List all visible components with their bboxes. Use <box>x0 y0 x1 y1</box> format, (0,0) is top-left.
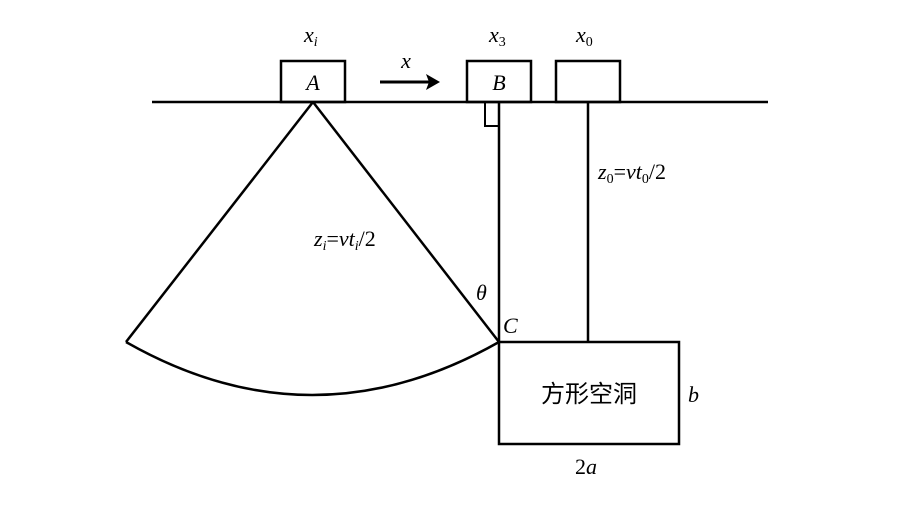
label-x-i: xi <box>303 22 318 50</box>
label-a: A <box>304 70 320 95</box>
label-c: C <box>503 313 518 338</box>
right-angle-marker <box>484 102 499 127</box>
label-zi-equation: zi=vti/2 <box>313 226 376 254</box>
cavity-label: 方形空洞 <box>541 381 637 408</box>
dimension-2a: 2a <box>575 454 597 479</box>
label-theta: θ <box>476 280 487 305</box>
dimension-b: b <box>688 382 699 407</box>
box-x0 <box>554 59 622 104</box>
label-x-0: x0 <box>575 22 593 50</box>
label-b: B <box>492 70 505 95</box>
label-z0-equation: z0=vt0/2 <box>597 159 666 187</box>
square-cavity <box>497 340 681 446</box>
arrow-label-x: x <box>400 48 411 73</box>
cone-arc <box>125 340 500 397</box>
arrow-head <box>426 74 440 90</box>
label-x-3: x3 <box>488 22 506 50</box>
cone-right-edge <box>312 101 500 343</box>
cone-left-edge <box>125 101 314 343</box>
